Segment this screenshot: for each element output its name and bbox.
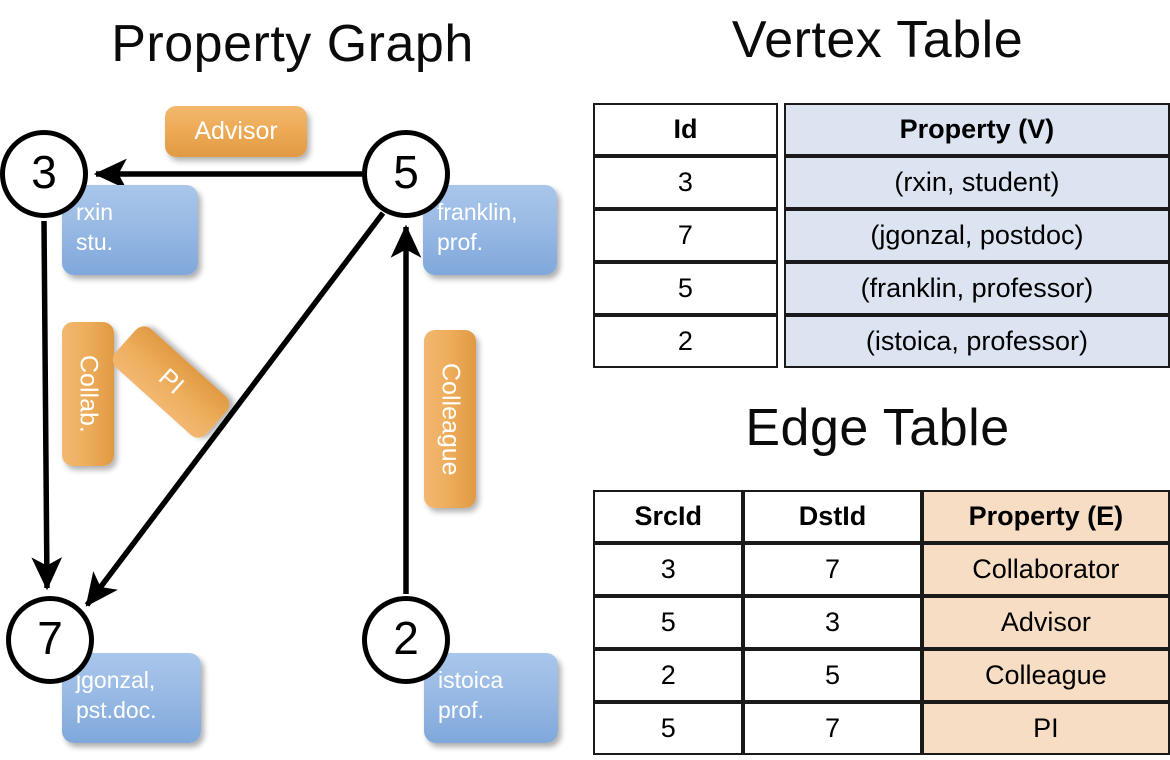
edge-cell-dstid: 7 [743,543,922,596]
edge-cell-srcid: 2 [593,649,744,702]
edge-label-colleague-text: Colleague [436,362,465,476]
vertex-cell-property: (istoica, professor) [783,315,1170,368]
edge-table-header-srcid: SrcId [593,490,744,543]
vertex-table-header-property: Property (V) [783,103,1170,156]
table-row: 7 (jgonzal, postdoc) [593,209,1170,262]
edge-label-advisor: Advisor [165,106,307,157]
table-row: 3 (rxin, student) [593,156,1170,209]
table-row: 5 7 PI [593,702,1170,755]
vertex-property-7-line2: pst.doc. [76,697,157,724]
edge-label-pi-text: PI [153,363,190,400]
edge-cell-property: PI [921,702,1170,755]
table-row: 5 3 Advisor [593,596,1170,649]
vertex-property-box-3: rxin stu. [62,185,198,275]
graph-node-3: 3 [0,130,88,218]
vertex-property-7-line1: jgonzal, [76,667,156,693]
vertex-cell-id: 2 [593,315,778,368]
vertex-property-5-line2: prof. [437,229,484,256]
edge-cell-srcid: 3 [593,543,744,596]
vertex-cell-id: 7 [593,209,778,262]
graph-node-2: 2 [362,596,450,684]
edge-cell-property: Colleague [921,649,1170,702]
table-header-row: SrcId DstId Property (E) [593,490,1170,543]
edge-label-pi: PI [108,321,234,443]
graph-node-2-label: 2 [393,612,419,664]
graph-node-5: 5 [362,130,450,218]
edge-cell-dstid: 3 [743,596,922,649]
page-title-edge-table: Edge Table [745,399,1010,457]
edge-label-advisor-text: Advisor [194,117,278,145]
column-spacer [777,315,784,368]
edge-cell-property: Collaborator [921,543,1170,596]
column-spacer [777,156,784,209]
column-spacer [777,103,784,156]
table-header-row: Id Property (V) [593,103,1170,156]
vertex-property-3-line1: rxin [76,199,114,225]
page-title-vertex-table: Vertex Table [731,11,1024,69]
edge-cell-dstid: 5 [743,649,922,702]
edge-table: SrcId DstId Property (E) 3 7 Collaborato… [593,490,1170,755]
table-row: 5 (franklin, professor) [593,262,1170,315]
vertex-table: Id Property (V) 3 (rxin, student) 7 (jgo… [593,103,1170,368]
edge-table-header-dstid: DstId [743,490,922,543]
edge-cell-dstid: 7 [743,702,922,755]
page-title-property-graph: Property Graph [111,15,474,73]
table-row: 2 (istoica, professor) [593,315,1170,368]
edge-3-to-7 [31,220,63,591]
vertex-property-5-line1: franklin, [437,199,518,225]
edge-label-collab-text: Collab. [74,355,103,433]
vertex-cell-property: (jgonzal, postdoc) [783,209,1170,262]
vertex-table-header-id: Id [593,103,778,156]
graph-node-3-label: 3 [31,146,57,198]
vertex-cell-property: (rxin, student) [783,156,1170,209]
graph-node-7-label: 7 [37,612,63,664]
table-row: 3 7 Collaborator [593,543,1170,596]
edge-label-collab: Collab. [62,322,114,466]
vertex-property-2-line2: prof. [438,697,485,724]
column-spacer [777,209,784,262]
vertex-cell-id: 3 [593,156,778,209]
edge-table-header-property: Property (E) [921,490,1170,543]
vertex-property-2-line1: istoica [438,667,504,693]
vertex-property-box-5: franklin, prof. [423,185,557,275]
property-graph-diagram: Advisor Collab. PI Colleague rxin stu. f… [0,106,558,743]
graph-node-5-label: 5 [393,146,419,198]
edge-cell-property: Advisor [921,596,1170,649]
vertex-cell-id: 5 [593,262,778,315]
graph-node-7: 7 [6,596,94,684]
vertex-property-box-7: jgonzal, pst.doc. [62,653,201,743]
table-row: 2 5 Colleague [593,649,1170,702]
edge-cell-srcid: 5 [593,702,744,755]
vertex-property-3-line2: stu. [76,229,114,256]
edge-cell-srcid: 5 [593,596,744,649]
edge-label-colleague: Colleague [424,330,476,508]
vertex-property-box-2: istoica prof. [424,653,558,743]
column-spacer [777,262,784,315]
vertex-cell-property: (franklin, professor) [783,262,1170,315]
